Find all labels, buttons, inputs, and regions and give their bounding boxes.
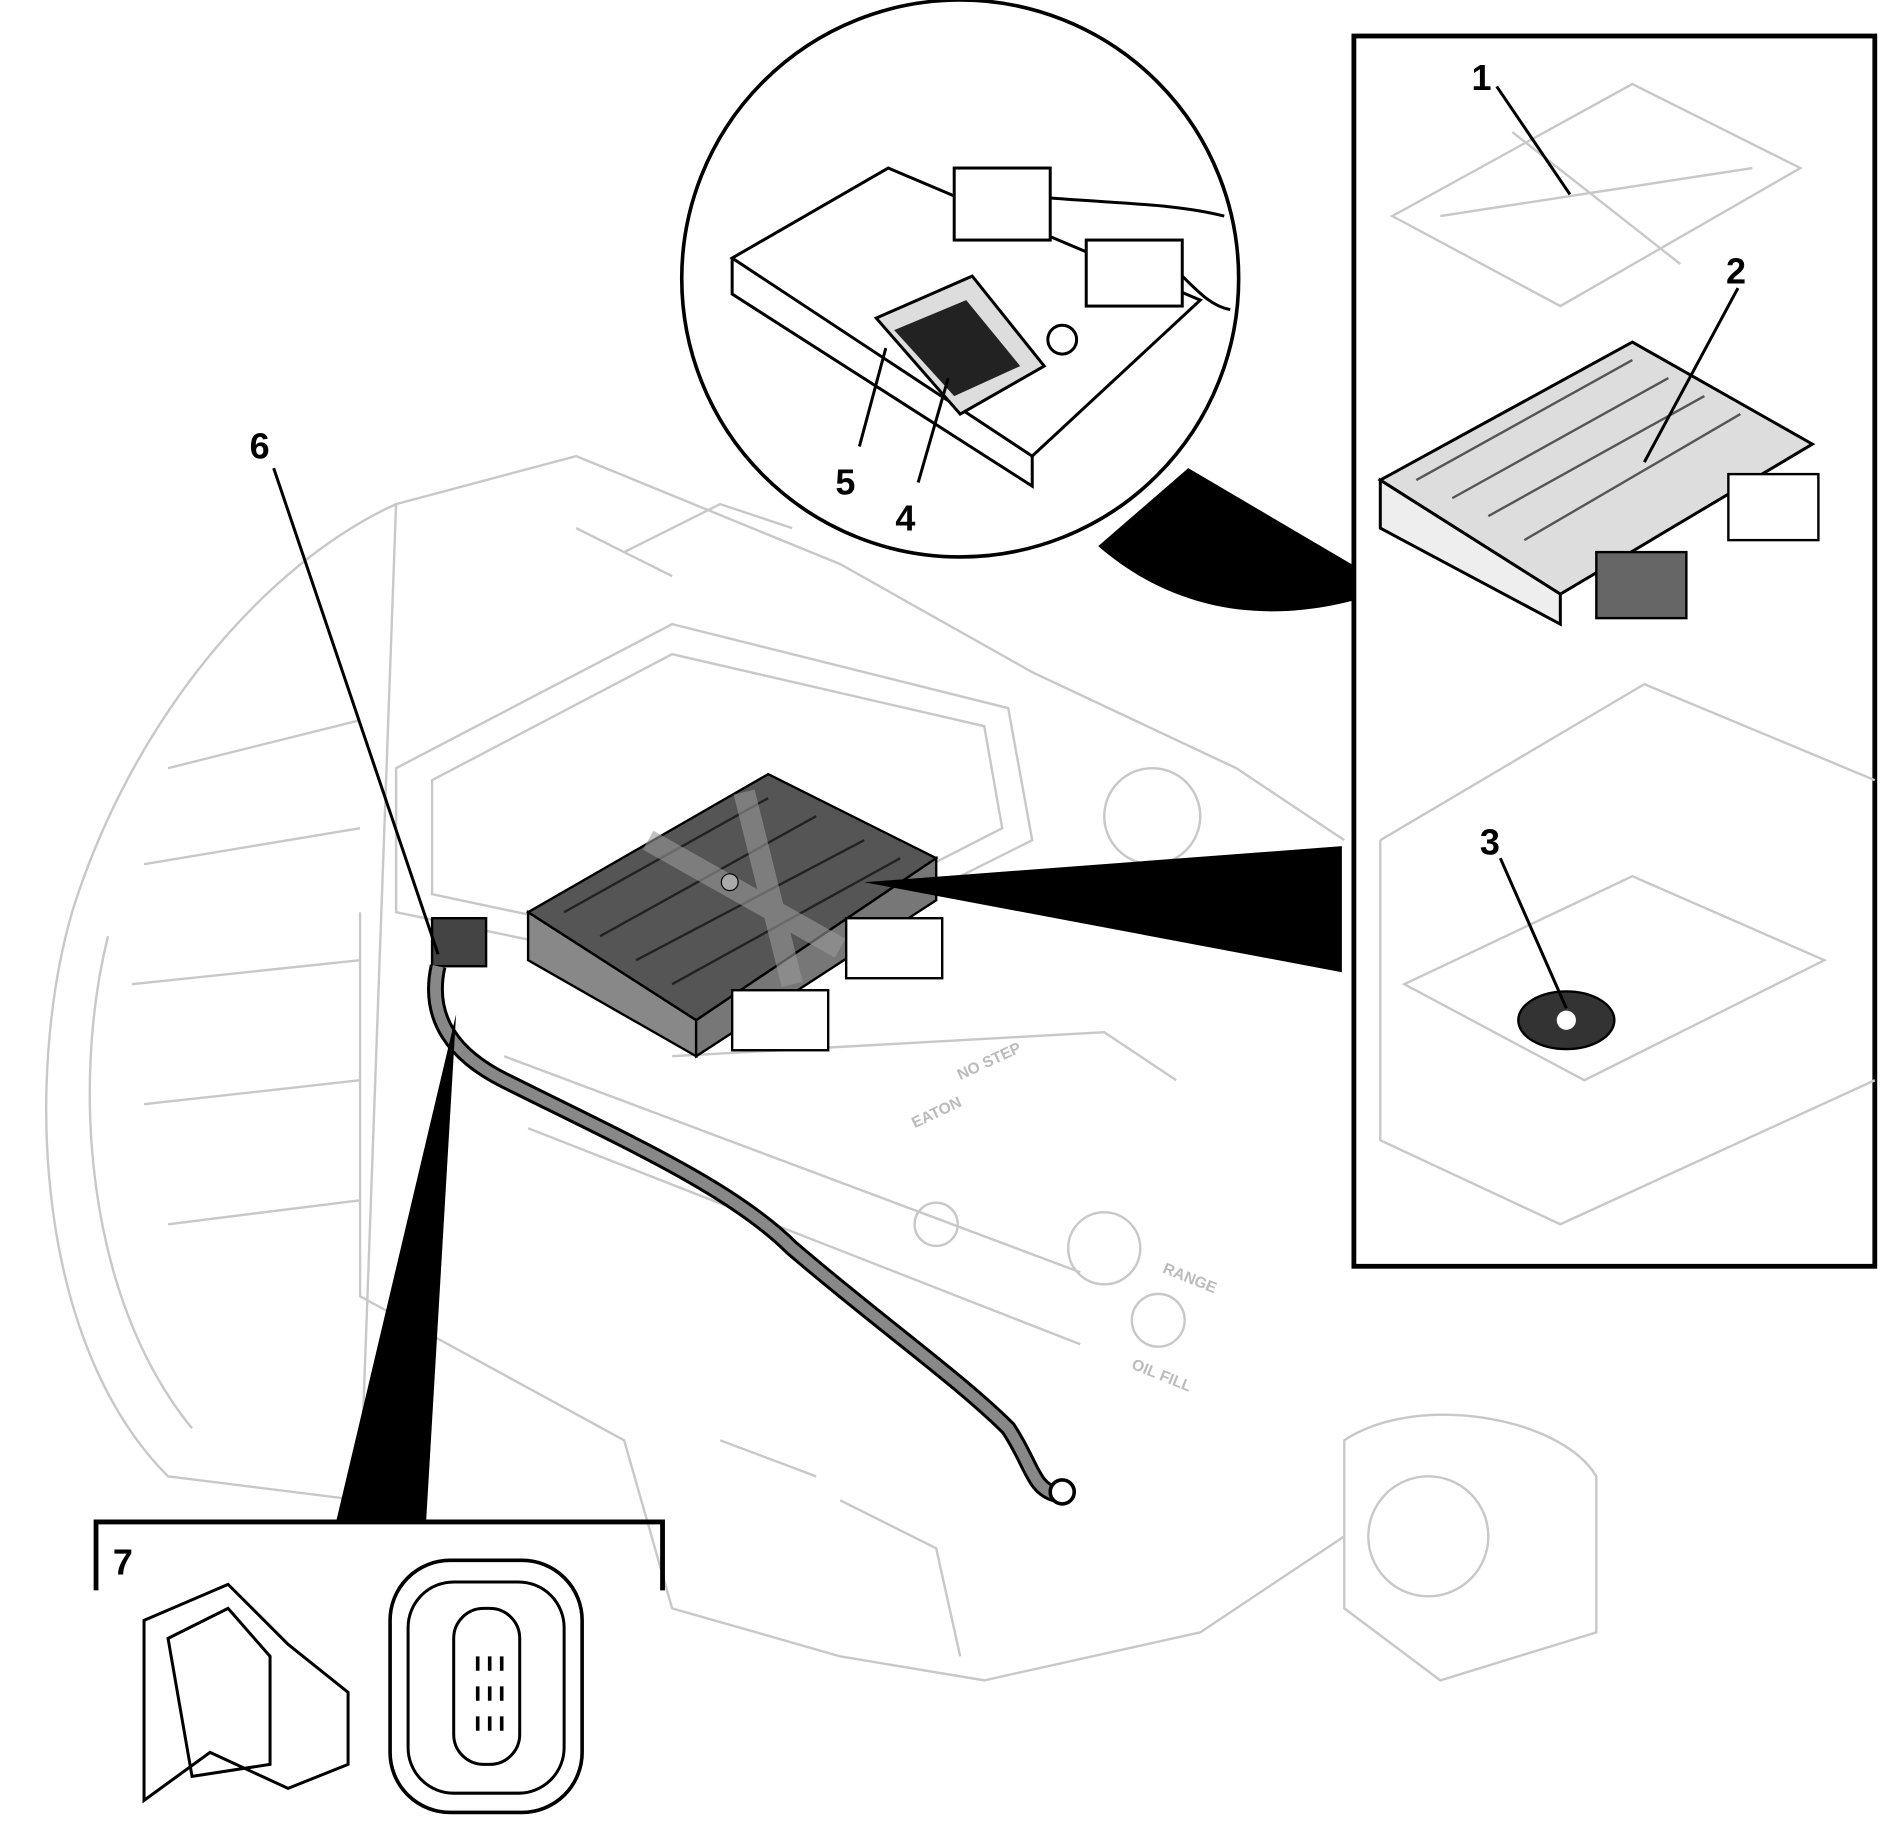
wedge-connector-to-box — [336, 1014, 457, 1522]
wedge-circle-to-box — [1098, 468, 1393, 612]
ecu-exploded-view-box — [1351, 33, 1878, 1269]
callout-1: 1 — [1472, 57, 1492, 98]
wedge-ecu-to-box — [864, 846, 1342, 973]
range-marking: RANGE — [1160, 1260, 1219, 1297]
connector-7-detail-box — [93, 1519, 665, 1815]
callout-2: 2 — [1726, 250, 1746, 291]
oil-fill-marking: OIL FILL — [1129, 1356, 1194, 1396]
callout-6: 6 — [250, 426, 270, 467]
connector-detail-inset — [680, 0, 1241, 559]
no-step-marking: NO STEP — [955, 1040, 1024, 1084]
brand-marking: EATON — [909, 1094, 964, 1132]
callout-5: 5 — [835, 462, 855, 503]
callout-3: 3 — [1480, 822, 1500, 863]
ecu-module — [430, 772, 944, 1059]
callout-7: 7 — [113, 1542, 133, 1583]
callout-4: 4 — [895, 498, 915, 539]
